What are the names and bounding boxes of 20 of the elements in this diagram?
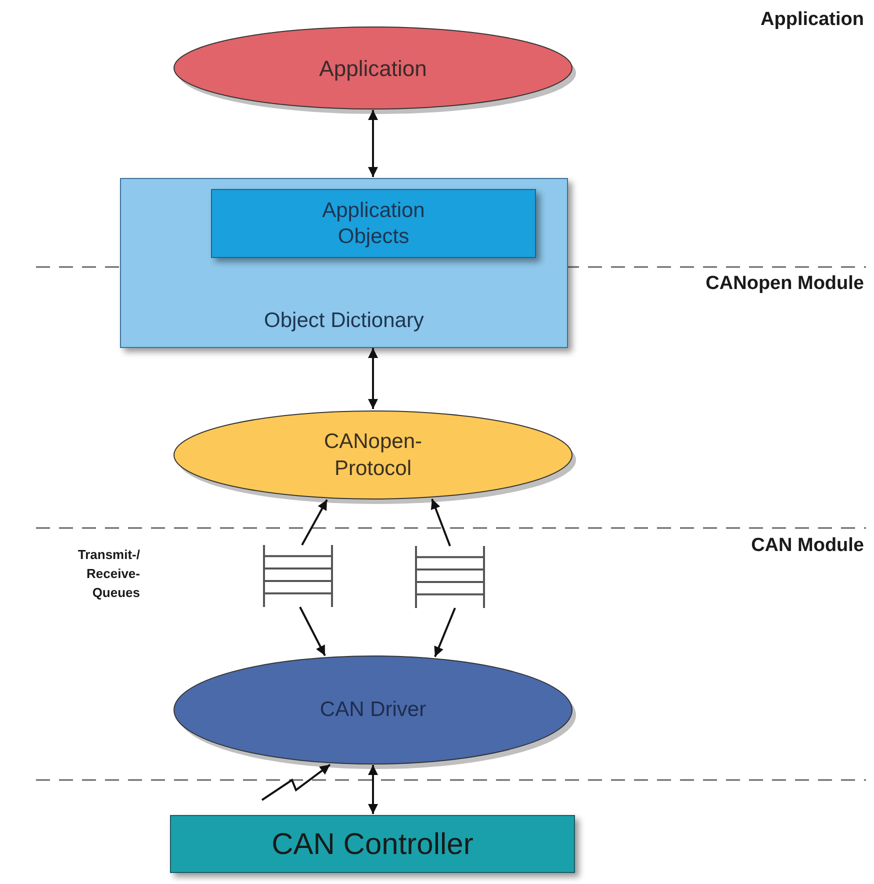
layer-label: Application [760, 8, 864, 32]
node-label: Object Dictionary [263, 308, 425, 334]
arrow [299, 606, 326, 656]
node-label: CAN Controller [270, 826, 474, 862]
queue-drawing [415, 546, 485, 608]
arrow [301, 499, 328, 546]
can-controller-box [170, 815, 575, 873]
double-arrow [368, 110, 378, 177]
queue-drawing [263, 545, 333, 607]
arrow [261, 764, 331, 801]
arrow [430, 498, 451, 546]
arrow [434, 608, 456, 658]
layer-label: CANopen Module [704, 272, 864, 296]
double-arrow [368, 765, 378, 814]
object-dictionary-box [120, 178, 568, 348]
node-label: Application Objects [321, 198, 426, 250]
double-arrow [368, 348, 378, 409]
queue-label: Transmit-/ Receive- Queues [76, 546, 140, 602]
application-objects-box [211, 189, 536, 258]
layer-label: CAN Module [750, 534, 864, 558]
